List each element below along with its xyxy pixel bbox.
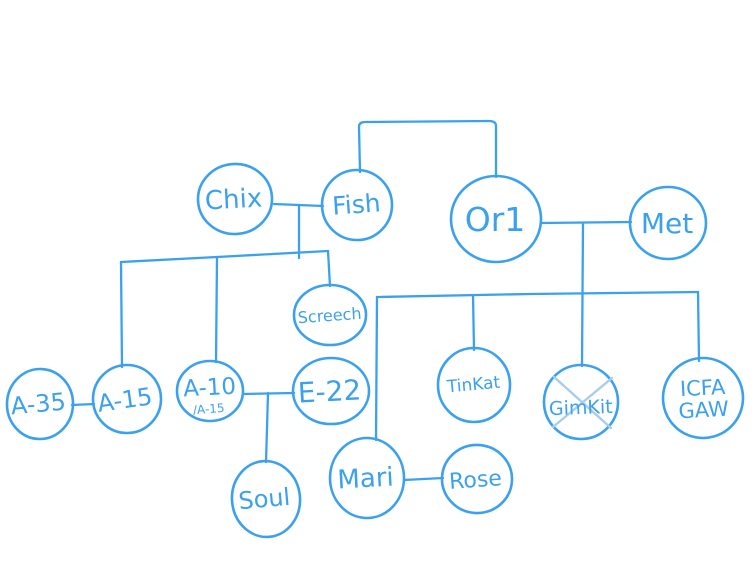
edge-drop-a10 [214, 255, 219, 364]
node-a10-sublabel: /A-15 [192, 401, 224, 417]
edge-left-sibling-bracket [119, 249, 330, 264]
node-a15: A-15 [91, 363, 163, 435]
edge-drop-soul [264, 391, 270, 464]
node-or1-label: Or1 [465, 200, 526, 239]
node-fish-label: Fish [331, 188, 381, 220]
node-a10-circle [175, 359, 245, 423]
node-a35-label: A-35 [10, 388, 67, 421]
node-a10: A-10 /A-15 [175, 359, 245, 423]
node-mari-label: Mari [337, 463, 395, 496]
node-e22: E-22 [291, 356, 371, 426]
node-soul-circle [230, 459, 302, 539]
node-soul-label: Soul [237, 483, 291, 515]
edge-right-sibling-bracket [375, 290, 700, 299]
node-icfa-label-line1: ICFA [679, 375, 726, 401]
node-gimkit-label: GimKit [549, 396, 613, 420]
node-a15-label: A-15 [96, 382, 154, 417]
node-e22-circle [291, 356, 371, 426]
edge-a35-a15 [70, 402, 96, 407]
edge-drop-mari [374, 295, 379, 442]
nodes-layer: Chix Fish Or1 Met Screech A-35 A-15 [5, 162, 745, 539]
node-screech-label: Screech [297, 304, 362, 327]
node-gimkit-circle [542, 363, 620, 441]
node-chix-label: Chix [204, 184, 263, 217]
node-gimkit: GimKit [542, 363, 620, 441]
edge-drop-screech [326, 249, 332, 288]
node-screech-circle [292, 283, 368, 347]
node-icfa: ICFA GAW [661, 356, 745, 440]
node-soul: Soul [230, 459, 302, 539]
node-rose-circle [440, 443, 514, 515]
node-mari: Mari [328, 436, 406, 520]
node-a35-circle [5, 367, 75, 441]
node-met: Met [628, 185, 708, 261]
edge-mari-rose [402, 476, 445, 482]
node-mari-circle [328, 436, 406, 520]
node-tinkat-circle [436, 346, 512, 424]
edge-fish-or1-bracket [357, 119, 498, 179]
node-screech: Screech [292, 283, 368, 347]
node-met-circle [628, 185, 708, 261]
node-met-label: Met [641, 207, 693, 240]
edge-drop-a15 [119, 260, 124, 369]
node-chix-circle [196, 162, 274, 236]
node-or1: Or1 [449, 174, 543, 264]
node-tinkat-label: TinKat [445, 373, 501, 398]
node-fish-circle [320, 168, 394, 242]
node-a10-label: A-10 [183, 374, 237, 403]
node-icfa-circle [661, 356, 745, 440]
node-e22-label: E-22 [297, 373, 362, 409]
edge-drop-icfa [696, 290, 701, 363]
edge-or1-met [539, 220, 633, 225]
node-a15-circle [91, 363, 163, 435]
node-or1-circle [449, 174, 543, 264]
node-icfa-label-line2: GAW [678, 397, 730, 424]
node-rose-label: Rose [448, 466, 502, 495]
node-rose: Rose [440, 443, 514, 515]
node-chix: Chix [196, 162, 274, 236]
edges-layer [70, 119, 701, 482]
node-a35: A-35 [5, 367, 75, 441]
gimkit-strikethrough-x [551, 375, 614, 430]
edge-drop-tinkat [471, 293, 476, 352]
node-tinkat: TinKat [436, 346, 512, 424]
node-fish: Fish [320, 168, 394, 242]
